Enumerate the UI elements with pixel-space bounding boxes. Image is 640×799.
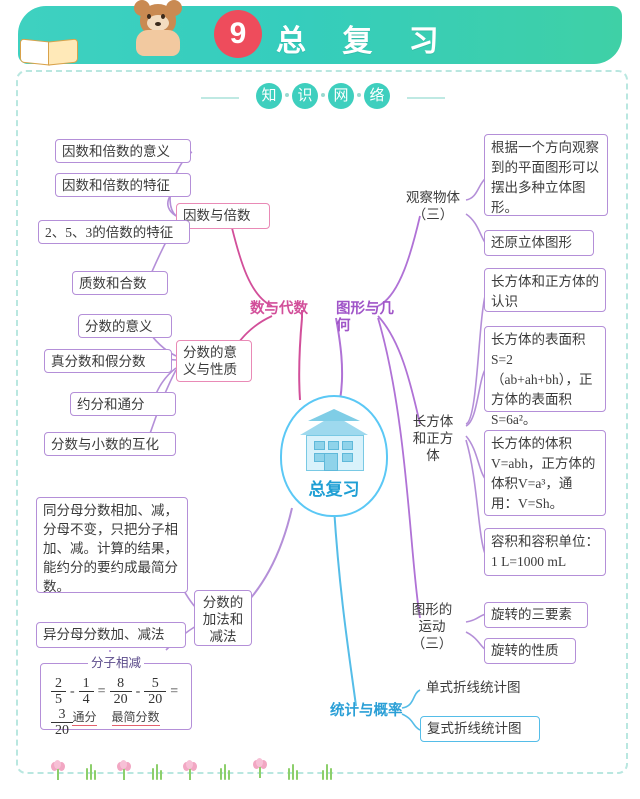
flower-icon [252, 758, 268, 778]
node-tuxing-yundong[interactable]: 图形的运动（三） [411, 602, 453, 651]
bear-icon [128, 0, 190, 64]
fraction-footnotes: 通分 最简分数 [41, 708, 191, 726]
flower-icon [50, 760, 66, 780]
node-guancha-wuti[interactable]: 观察物体（三） [406, 190, 460, 222]
grass-icon [218, 764, 232, 780]
center-node[interactable]: 总复习 [280, 395, 388, 517]
house-icon [300, 409, 368, 471]
leaf-xuanzhuan-xingzhi[interactable]: 旋转的性质 [484, 638, 576, 664]
fraction-caption: 分子相减 [88, 652, 145, 671]
leaf-xuanzhuan-sanyaosu[interactable]: 旋转的三要素 [484, 602, 588, 628]
branch-label-tongji-gailv[interactable]: 统计与概率 [330, 703, 403, 719]
book-icon [20, 38, 78, 66]
section-bead-3: 网 [328, 83, 354, 109]
biaomianji-text: 长方体的表面积S=2（ab+ah+bh），正方体的表面积S=6a²。 [491, 332, 593, 427]
page-title: 总 复 习 [276, 25, 453, 58]
fraction-foot-right: 最简分数 [111, 710, 160, 726]
node-fenshu-yiyi-xingzhi[interactable]: 分数的意义与性质 [176, 340, 252, 382]
branch-label-tuxing-jihe[interactable]: 图形与几何 [336, 301, 394, 334]
flower-icon [116, 760, 132, 780]
leaf-yuefen-tongfen[interactable]: 约分和通分 [70, 392, 176, 416]
leaf-253-beishu-tezheng[interactable]: 2、5、3的倍数的特征 [38, 220, 190, 244]
leaf-rongji-danwei[interactable]: 容积和容积单位：1 L=1000 mL [484, 528, 606, 576]
leaf-danshi-zhexian[interactable]: 单式折线统计图 [426, 680, 521, 695]
leaf-huanyuan-liti[interactable]: 还原立体图形 [484, 230, 594, 256]
grass-icon [286, 764, 300, 780]
node-fenshu-jiafa-jianfa[interactable]: 分数的加法和减法 [194, 590, 252, 646]
leaf-fenshu-yiyi[interactable]: 分数的意义 [78, 314, 172, 338]
node-changfangti-zhengfangti[interactable]: 长方体和正方体 [412, 414, 454, 463]
leaf-guancha-rule[interactable]: 根据一个方向观察到的平面图形可以摆出多种立体图形。 [484, 134, 608, 216]
branch-label-shuyu-daishu[interactable]: 数与代数 [250, 301, 308, 317]
section-bead-1: 知 [256, 83, 282, 109]
footer-decoration [30, 756, 610, 792]
grass-icon [150, 764, 164, 780]
leaf-yinshu-beishu-yiyi[interactable]: 因数和倍数的意义 [55, 139, 191, 163]
leaf-tongfenmu-jiajian-rule[interactable]: 同分母分数相加、减，分母不变，只把分子相加、减。计算的结果，能约分的要约成最简分… [36, 497, 188, 594]
leaf-zhishu-heshu[interactable]: 质数和合数 [72, 271, 168, 295]
leaf-yifenmu-jiajian[interactable]: 异分母分数加、减法 [36, 622, 186, 648]
leaf-zhenfenshu-jiafenshu[interactable]: 真分数和假分数 [44, 349, 172, 373]
header-banner: 9 总 复 习 [18, 0, 622, 66]
grass-icon [320, 764, 334, 780]
leaf-fushi-zhexian[interactable]: 复式折线统计图 [420, 716, 540, 742]
leaf-changfangti-renshi[interactable]: 长方体和正方体的认识 [484, 268, 606, 312]
fraction-foot-left: 通分 [72, 710, 97, 726]
leaf-yinshu-beishu-tezheng[interactable]: 因数和倍数的特征 [55, 173, 191, 197]
leaf-tiji-formula[interactable]: 长方体的体积V=abh，正方体的体积V=a³，通用：V=Sh。 [484, 430, 606, 516]
section-title-knowledge-network: 知识网络 [201, 83, 445, 113]
unit-number-badge: 9 [214, 10, 262, 58]
node-yinshu-yu-beishu[interactable]: 因数与倍数 [176, 203, 270, 229]
section-bead-4: 络 [364, 83, 390, 109]
section-bead-2: 识 [292, 83, 318, 109]
center-label: 总复习 [308, 480, 360, 499]
leaf-biaomianji-formula[interactable]: 长方体的表面积S=2（ab+ah+bh），正方体的表面积S=6a²。 [484, 326, 606, 427]
grass-icon [84, 764, 98, 780]
tiji-text: 长方体的体积V=abh，正方体的体积V=a³，通用：V=Sh。 [491, 436, 596, 511]
flower-icon [182, 760, 198, 780]
leaf-fenshu-xiaoshu-huhua[interactable]: 分数与小数的互化 [44, 432, 176, 456]
